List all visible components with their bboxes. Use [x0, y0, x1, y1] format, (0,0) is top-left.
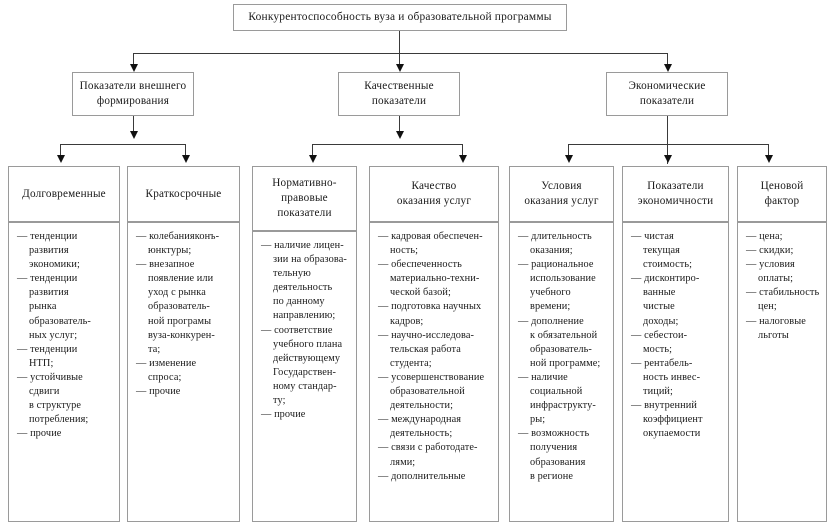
- connector-branchA-bus: [60, 144, 185, 145]
- list-item: — наличие социальной инфраструкту- ры;: [518, 371, 596, 426]
- connector-branchB-drop-2: [462, 144, 463, 156]
- arrow-branchC-child-1: [565, 155, 573, 163]
- arrow-branchA-child-1: [57, 155, 65, 163]
- level3-header-label-service-conditions: Условия оказания услуг: [524, 180, 599, 207]
- connector-level1-drop-mid: [399, 53, 400, 65]
- level3-header-service-quality: Качество оказания услуг: [369, 166, 499, 222]
- arrow-branchA-child-2: [182, 155, 190, 163]
- connector-branchC-drop-3: [768, 144, 769, 156]
- level3-list-price-factor: — цена; — скидки; — условия оплаты;— стаби…: [737, 222, 827, 522]
- list-item: — стабильность цен;: [746, 287, 820, 313]
- arrow-level1-right: [664, 64, 672, 72]
- list-item: — тенденции развития экономики;: [17, 231, 80, 271]
- list-item: — соответствие учебного плана действующе…: [261, 324, 343, 407]
- connector-level1-drop-right: [667, 53, 668, 65]
- arrow-level1-mid: [396, 64, 404, 72]
- arrow-branchC-child-2: [664, 155, 672, 163]
- connector-branchB-drop-1: [312, 144, 313, 156]
- list-item: — рациональное использование учебного вр…: [518, 259, 596, 313]
- level2-node-external-indicators: Показатели внешнего формирования: [72, 72, 194, 116]
- level3-header-economy-indicators: Показатели экономичности: [622, 166, 729, 222]
- level2-label-external: Показатели внешнего формирования: [79, 80, 187, 107]
- level3-list-economy-indicators: — чистая текущая стоимость;— дисконтиро-…: [622, 222, 729, 522]
- level3-list-short-term: — колебанияконъ- юнктуры;— внезапное поя…: [127, 222, 240, 522]
- list-item: — дополнительные: [378, 470, 466, 482]
- list-item: — изменение спроса;: [136, 357, 197, 383]
- list-item: — прочие: [261, 409, 306, 421]
- list-item: — усовершенствование образовательной дея…: [378, 371, 485, 412]
- connector-branchC-drop-1: [568, 144, 569, 156]
- connector-level1-bus: [133, 53, 667, 54]
- level3-header-short-term: Краткосрочные: [127, 166, 240, 222]
- arrow-level1-left: [130, 64, 138, 72]
- list-item: — связи с работодате- лями;: [378, 442, 478, 468]
- list-item: — налоговые льготы: [746, 315, 806, 341]
- list-item: — тенденции НТП;: [17, 343, 78, 369]
- level2-label-quality: Качественные показатели: [364, 80, 434, 107]
- list-item: — внезапное появление или уход с рынка о…: [136, 259, 215, 355]
- level3-header-long-term: Долговременные: [8, 166, 120, 222]
- list-item: — прочие: [136, 386, 181, 398]
- level3-header-normative-legal: Нормативно- правовые показатели: [252, 166, 357, 231]
- list-item: — обеспеченность материально-техни- ческ…: [378, 259, 480, 299]
- level3-header-price-factor: Ценовой фактор: [737, 166, 827, 222]
- arrow-branchB-child-2: [459, 155, 467, 163]
- list-item: — наличие лицен- зии на образова- тельну…: [261, 240, 347, 322]
- arrow-branchB-stem: [396, 131, 404, 139]
- list-item: — рентабель- ность инвес- тиций;: [631, 357, 701, 398]
- list-item: — дополнение к обязательной образователь…: [518, 315, 601, 369]
- connector-branchC-stem: [667, 116, 668, 164]
- list-item: — международная деятельность;: [378, 414, 462, 440]
- list-item: — колебанияконъ- юнктуры;: [136, 231, 220, 257]
- list-item: — внутренний коэффициент окупаемости: [631, 400, 703, 440]
- list-item: — дисконтиро- ванные чистые доходы;: [631, 273, 700, 327]
- connector-branchA-drop-1: [60, 144, 61, 156]
- list-item: — прочие: [17, 428, 62, 440]
- level3-header-label-price-factor: Ценовой фактор: [760, 180, 804, 207]
- list-item: — длительность оказания;: [518, 231, 592, 257]
- level2-node-quality-indicators: Качественные показатели: [338, 72, 460, 116]
- arrow-branchA-stem: [130, 131, 138, 139]
- arrow-branchB-child-1: [309, 155, 317, 163]
- connector-branchC-bus: [568, 144, 768, 145]
- connector-branchA-drop-2: [185, 144, 186, 156]
- connector-branchB-bus: [312, 144, 462, 145]
- level3-header-label-normative-legal: Нормативно- правовые показатели: [272, 177, 337, 219]
- level3-header-label-long-term: Долговременные: [22, 187, 106, 200]
- list-item: — тенденции развития рынка образователь-…: [17, 273, 91, 341]
- level3-list-service-conditions: — длительность оказания;— рациональное и…: [509, 222, 614, 522]
- level3-list-normative-legal: — наличие лицен- зии на образова- тельну…: [252, 231, 357, 522]
- list-item: — чистая текущая стоимость;: [631, 231, 693, 271]
- connector-branchA-stem: [133, 116, 134, 133]
- level3-header-label-economy-indicators: Показатели экономичности: [637, 180, 714, 207]
- level3-list-long-term: — тенденции развития экономики;— тенденц…: [8, 222, 120, 522]
- list-item: — возможность получения образования в ре…: [518, 428, 590, 482]
- connector-branchB-stem: [399, 116, 400, 133]
- level3-header-service-conditions: Условия оказания услуг: [509, 166, 614, 222]
- level3-list-service-quality: — кадровая обеспечен- ность;— обеспеченн…: [369, 222, 499, 522]
- list-item: — кадровая обеспечен- ность;: [378, 231, 483, 257]
- level2-node-economic-indicators: Экономические показатели: [606, 72, 728, 116]
- list-item: — себестои- мость;: [631, 329, 688, 355]
- level3-header-label-short-term: Краткосрочные: [145, 187, 222, 200]
- list-item: — скидки;: [746, 245, 794, 257]
- root-node-label: Конкурентоспособность вуза и образовател…: [248, 11, 552, 23]
- list-item: — подготовка научных кадров;: [378, 301, 482, 327]
- arrow-branchC-child-3: [765, 155, 773, 163]
- list-item: — устойчивые сдвиги в структуре потребле…: [17, 371, 89, 426]
- level2-label-economic: Экономические показатели: [628, 80, 706, 107]
- connector-root-stem: [399, 31, 400, 53]
- list-item: — научно-исследова- тельская работа студ…: [378, 329, 475, 369]
- root-node-competitiveness: Конкурентоспособность вуза и образовател…: [233, 4, 567, 31]
- level3-header-label-service-quality: Качество оказания услуг: [396, 180, 472, 207]
- list-item: — условия оплаты;: [746, 259, 795, 285]
- connector-level1-drop-left: [133, 53, 134, 65]
- list-item: — цена;: [746, 231, 783, 242]
